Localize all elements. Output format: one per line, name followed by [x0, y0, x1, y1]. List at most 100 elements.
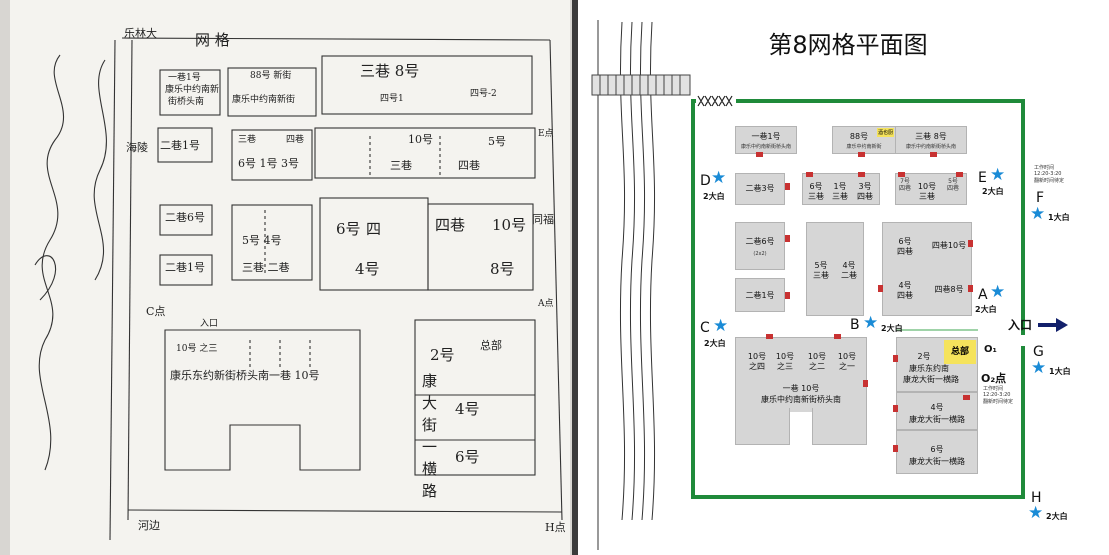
building-big-leg-right: [812, 408, 867, 445]
door: [863, 380, 868, 387]
sketch-b6-a: 10号: [408, 133, 433, 146]
unit-no: 4号: [898, 281, 912, 290]
door: [968, 240, 973, 247]
building-3lane8-name: 三巷 8号: [915, 132, 947, 141]
sketch-b11-a: 10号 之三: [176, 344, 218, 354]
unit-no: 10号: [917, 182, 937, 191]
hq-badge: 总部: [944, 340, 976, 364]
building-big-notch: [790, 412, 812, 445]
door: [785, 235, 790, 242]
door: [858, 152, 865, 157]
sketch-b5-c: 6号 1号 3号: [238, 157, 299, 170]
building-88-addr: 康乐中约南新街: [846, 144, 882, 150]
sketch-b1-1: 一巷1号: [168, 73, 201, 83]
building-row2r-a: 7号四巷: [896, 178, 914, 192]
door: [785, 183, 790, 190]
sketch-left-mark: C点: [146, 305, 166, 318]
unit-no: 4号: [842, 261, 856, 270]
unit-lane: 四巷: [897, 290, 913, 300]
door: [893, 355, 898, 362]
unit-no: 5号: [948, 178, 958, 185]
sketch-photo: 乐林大 网 格 一巷1号 康乐中约南新 街桥头南 88号 新街 康乐中约南新街 …: [0, 0, 572, 555]
unit-no: 7号: [900, 178, 910, 185]
building-4lane-a: 6号四巷: [883, 237, 927, 256]
sketch-b8: 二巷1号: [165, 261, 205, 274]
star-icon: ★: [711, 168, 727, 188]
building-2lane1: 二巷1号: [735, 278, 785, 312]
sketch-left-side: 海陵: [126, 141, 148, 154]
unit-no: 10号: [775, 352, 795, 361]
unit-lane: 三巷: [813, 270, 829, 280]
point-h-label: H: [1031, 490, 1042, 506]
point-c-label: C: [700, 320, 710, 336]
point-d-sub: 2大白: [703, 192, 725, 201]
sketch-b12-e: 6号: [455, 448, 480, 466]
building-2-name: 2号: [917, 352, 931, 361]
work-time-line: 12:20-3:20: [983, 392, 1011, 399]
sketch-b11-b: 康乐东约新街桥头南一巷 10号: [170, 369, 320, 382]
building-4: 4号 康龙大街一横路: [896, 392, 978, 430]
door: [963, 395, 970, 400]
point-c-sub: 2大白: [704, 339, 726, 348]
sketch-b10-b: 四: [366, 220, 382, 238]
door: [968, 285, 973, 292]
building-1lane1: 一巷1号 康乐中约南新街桥头南: [735, 126, 797, 154]
sketch-b6-d: 5号: [488, 135, 506, 148]
work-time-line: 12:20-3:20: [1034, 171, 1062, 178]
point-f-sub: 1大白: [1048, 213, 1070, 222]
point-f-label: F: [1036, 190, 1045, 206]
plan-lines: [591, 20, 1068, 550]
sketch-top-left: 乐林大: [124, 27, 157, 40]
building-row2-a: 6号三巷: [805, 182, 827, 201]
building-2lane3-name: 二巷3号: [745, 184, 775, 193]
unit-no: 10号: [807, 352, 827, 361]
star-icon: ★: [1028, 503, 1044, 523]
building-3lane8: 三巷 8号 康乐中约南新街桥头南: [895, 126, 967, 154]
unit-no: 10号: [747, 352, 767, 361]
door: [930, 152, 937, 157]
sketch-b11-top: 入口: [200, 319, 219, 329]
door: [756, 152, 763, 157]
point-o1: O₁: [984, 344, 997, 355]
building-row2r: 7号四巷 10号三巷 5号四巷: [895, 173, 967, 205]
sketch-b5-b: 四巷: [286, 135, 305, 145]
door: [858, 172, 865, 177]
building-row2-b: 1号三巷: [829, 182, 851, 201]
door: [878, 285, 883, 292]
unit-no: 5号: [814, 261, 828, 270]
building-2lane1-name: 二巷1号: [745, 291, 775, 300]
sketch-b12-c: 康 大 街 一 横 路: [422, 372, 438, 500]
sketch-b6-c: 四巷: [458, 159, 480, 172]
sketch-b3-top: 三巷 8号: [360, 62, 420, 80]
unit-col: 10号之二: [804, 352, 830, 371]
point-g-sub: 1大白: [1049, 367, 1071, 376]
building-6: 6号 康龙大街一横路: [896, 430, 978, 474]
sketch-dot: A点: [538, 299, 554, 309]
door: [956, 172, 963, 177]
point-h-sub: 2大白: [1046, 512, 1068, 521]
unit-lane: 四巷: [897, 246, 913, 256]
building-4lane-d: 四巷8号: [934, 285, 964, 294]
point-d-label: D: [700, 173, 711, 189]
building-long-a: 5号三巷: [809, 261, 833, 280]
building-1lane1-addr: 康乐中约南新街桥头南: [740, 144, 791, 150]
point-o2: O₂点: [981, 372, 1007, 385]
building-2lane3: 二巷3号: [735, 173, 785, 205]
sketch-b12-b: 2号: [430, 346, 455, 364]
sketch-b9: 5号 4号: [242, 234, 282, 247]
point-b-label: B: [850, 317, 860, 333]
star-icon: ★: [990, 165, 1006, 185]
building-88: 88号 康乐中约南新街 酒也厨: [832, 126, 896, 154]
point-e-label: E: [978, 170, 987, 186]
sketch-b12-d: 4号: [455, 400, 480, 418]
sketch-b10-d: 10号: [492, 216, 527, 234]
sketch-b7: 二巷6号: [165, 211, 205, 224]
sketch-b3-a: 四号1: [380, 94, 404, 104]
unit-lane: 三巷: [919, 191, 935, 201]
unit-no: 1号: [833, 182, 847, 191]
plan-title: 第8网格平面图: [768, 31, 928, 59]
sketch-paper: 乐林大 网 格 一巷1号 康乐中约南新 街桥头南 88号 新街 康乐中约南新街 …: [10, 0, 570, 555]
sketch-b1-3: 街桥头南: [168, 97, 205, 107]
building-big-name: 一巷 10号: [782, 384, 820, 393]
